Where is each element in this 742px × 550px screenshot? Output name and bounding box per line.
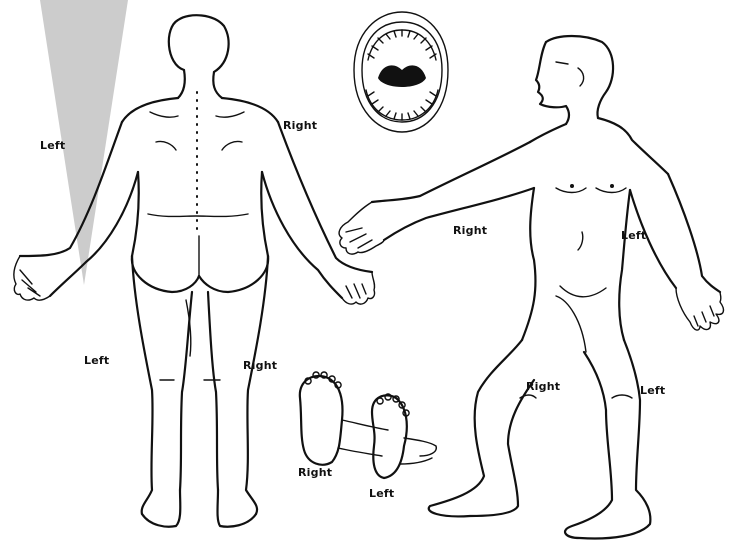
mouth-diagram <box>354 12 448 132</box>
feet-soles-diagram <box>300 372 436 478</box>
label-front-left-hip: Left <box>621 229 646 242</box>
tongue <box>378 65 426 87</box>
label-back-left-leg: Left <box>84 354 109 367</box>
label-feet-left: Left <box>369 487 394 500</box>
label-front-left-knee: Left <box>640 384 665 397</box>
front-view-figure <box>339 36 723 538</box>
label-feet-right: Right <box>298 466 332 479</box>
label-back-right-shoulder: Right <box>283 119 317 132</box>
label-back-left-side: Left <box>40 139 65 152</box>
label-front-right-arm: Right <box>453 224 487 237</box>
label-back-right-leg: Right <box>243 359 277 372</box>
label-front-right-knee: Right <box>526 380 560 393</box>
